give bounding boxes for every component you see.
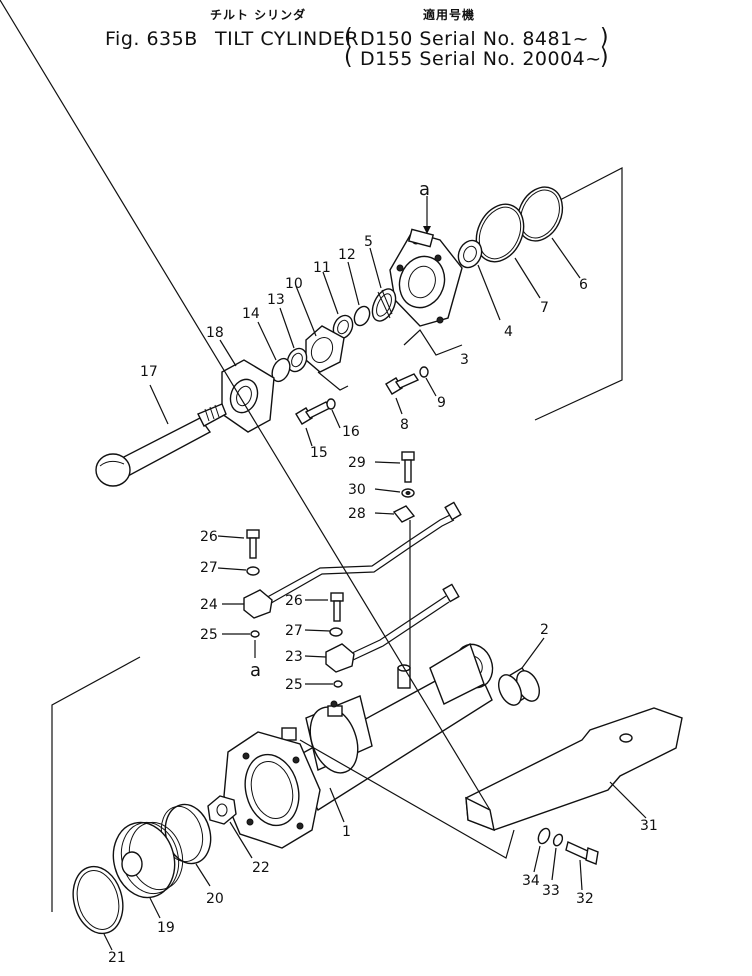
cylinder-head [389, 228, 463, 356]
block-24 [222, 589, 273, 619]
upper-group-bracket [534, 167, 623, 421]
callout-1: 1 [342, 824, 351, 840]
nut-22 [207, 795, 253, 859]
callout-4: 4 [504, 324, 513, 340]
callout-8: 8 [400, 417, 409, 433]
callout-31: 31 [640, 818, 658, 834]
seal-13 [279, 307, 308, 373]
callout-13: 13 [267, 292, 285, 308]
callout-33: 33 [542, 883, 560, 899]
hydraulic-tube-upper [261, 501, 462, 607]
callout-27-lower: 27 [285, 623, 303, 639]
rod-seal-10 [295, 285, 349, 391]
callout-28: 28 [348, 506, 366, 522]
figure-title: TILT CYLINDER [215, 28, 360, 50]
bushing-2 [497, 637, 545, 706]
callout-14: 14 [242, 306, 260, 322]
lower-group-bracket [51, 656, 141, 912]
callout-26-lower: 26 [285, 593, 303, 609]
ref-a-top: a [419, 179, 430, 200]
callout-6: 6 [579, 277, 588, 293]
callout-21: 21 [108, 950, 126, 966]
callout-9: 9 [437, 395, 446, 411]
callout-22: 22 [252, 860, 270, 876]
rod-flange-cover [219, 339, 275, 433]
guard-31 [0, 0, 683, 832]
bracket-open-1: ( [344, 25, 354, 50]
applicable-japanese: 適用号機 [423, 8, 476, 22]
callout-32: 32 [576, 891, 594, 907]
bushing-11 [322, 271, 354, 340]
seal-ring [369, 247, 397, 322]
callout-25-upper: 25 [200, 627, 218, 643]
piston-19 [112, 821, 184, 919]
bracket-close-2: ) [600, 45, 610, 70]
callout-11: 11 [313, 260, 331, 276]
callout-30: 30 [348, 482, 366, 498]
callout-12: 12 [338, 247, 356, 263]
bushing [457, 239, 501, 321]
callout-2: 2 [540, 622, 549, 638]
bolt-32 [565, 841, 599, 891]
callout-23: 23 [285, 649, 303, 665]
title-japanese: チルト シリンダ [210, 8, 307, 22]
callout-29: 29 [348, 455, 366, 471]
bracket-close-1: ) [600, 25, 610, 50]
block-23 [304, 643, 355, 673]
bolt-8 [385, 366, 437, 415]
callout-24: 24 [200, 597, 218, 613]
small-ring-12 [347, 261, 371, 327]
o-ring-25-upper [222, 630, 260, 658]
washer-33 [551, 833, 564, 881]
o-ring-21 [72, 865, 124, 951]
hydraulic-tube-lower [349, 583, 460, 661]
callout-18: 18 [206, 325, 224, 341]
ref-a-bottom: a [250, 660, 261, 681]
callout-17: 17 [140, 364, 158, 380]
o-ring-25-lower [305, 680, 343, 688]
bolt-26-lower [305, 592, 344, 622]
bracket-open-2: ( [344, 45, 354, 70]
callout-25-lower: 25 [285, 677, 303, 693]
bolt-26-upper [217, 529, 260, 559]
serial-line-1: D150 Serial No. 8481~ [360, 28, 590, 50]
callout-34: 34 [522, 873, 540, 889]
washer-30 [374, 488, 415, 498]
bolt-29 [374, 451, 415, 483]
callout-26-upper: 26 [200, 529, 218, 545]
callout-7: 7 [540, 300, 549, 316]
callout-10: 10 [285, 276, 303, 292]
snap-ring-14 [257, 321, 291, 383]
washer-27-lower [304, 627, 343, 637]
callout-19: 19 [157, 920, 175, 936]
callout-5: 5 [364, 234, 373, 250]
callout-16: 16 [342, 424, 360, 440]
clamp-28 [374, 505, 416, 523]
backup-ring [475, 203, 541, 299]
callout-3: 3 [460, 352, 469, 368]
callout-15: 15 [310, 445, 328, 461]
cylinder-flange [223, 731, 321, 849]
bolt-15 [295, 398, 341, 447]
figure-number: Fig. 635B [105, 28, 198, 50]
callout-27-upper: 27 [200, 560, 218, 576]
piston-rod [95, 384, 227, 487]
callout-20: 20 [206, 891, 224, 907]
washer-27-upper [217, 566, 260, 576]
washer-34 [533, 827, 551, 873]
serial-line-2: D155 Serial No. 20004~ [360, 48, 602, 70]
o-ring-large [516, 186, 581, 279]
